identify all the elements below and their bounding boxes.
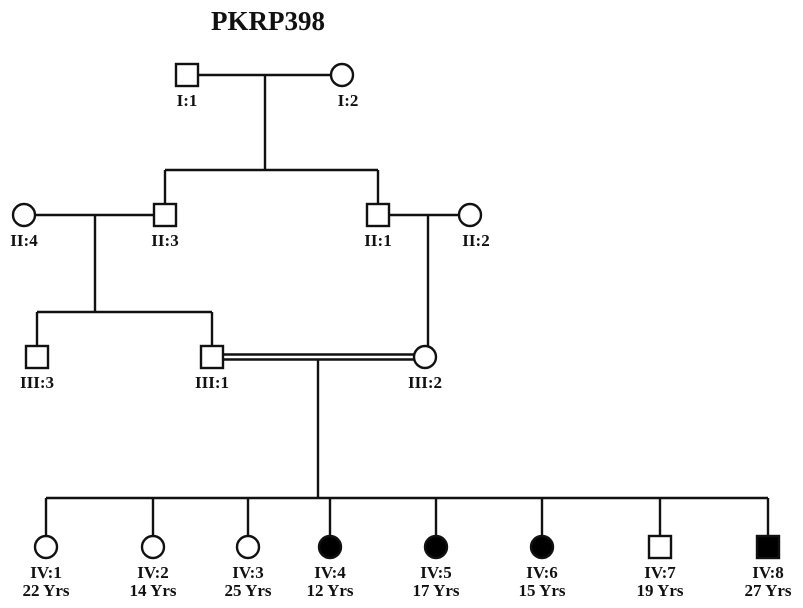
individual-id-label: IV:5	[420, 563, 452, 582]
individual-iv-5: IV:517 Yrs	[412, 534, 460, 600]
individual-ii-1: II:1	[364, 202, 392, 250]
affected-female-circle-symbol	[317, 534, 343, 560]
male-square-symbol	[174, 62, 200, 88]
individual-age-label: 27 Yrs	[744, 581, 791, 600]
individual-iv-4: IV:412 Yrs	[306, 534, 354, 600]
pedigree-title: PKRP398	[211, 6, 325, 36]
male-square-symbol	[24, 344, 50, 370]
individual-id-label: II:3	[151, 231, 178, 250]
affected-male-square-symbol	[755, 534, 781, 560]
pedigree-lines	[35, 73, 770, 536]
individual-id-label: IV:8	[752, 563, 784, 582]
female-circle-symbol	[140, 534, 166, 560]
female-circle-symbol	[33, 534, 59, 560]
female-circle-symbol	[412, 344, 438, 370]
individual-id-label: III:2	[408, 373, 442, 392]
male-square-symbol	[152, 202, 178, 228]
male-square-symbol	[199, 344, 225, 370]
individual-id-label: IV:1	[30, 563, 62, 582]
individual-age-label: 22 Yrs	[22, 581, 69, 600]
individual-id-label: II:1	[364, 231, 391, 250]
individual-age-label: 12 Yrs	[306, 581, 353, 600]
individual-id-label: I:2	[338, 91, 359, 110]
individual-ii-4: II:4	[10, 202, 38, 250]
individual-id-label: III:1	[195, 373, 229, 392]
male-square-symbol	[365, 202, 391, 228]
female-circle-symbol	[329, 62, 355, 88]
individual-age-label: 25 Yrs	[224, 581, 271, 600]
individual-iv-1: IV:122 Yrs	[22, 534, 70, 600]
individual-id-label: IV:4	[314, 563, 346, 582]
individual-ii-3: II:3	[151, 202, 179, 250]
individual-id-label: IV:6	[526, 563, 558, 582]
individual-id-label: II:4	[10, 231, 38, 250]
affected-female-circle-symbol	[423, 534, 449, 560]
individual-iv-3: IV:325 Yrs	[224, 534, 272, 600]
individual-i-2: I:2	[329, 62, 359, 110]
individual-id-label: IV:2	[137, 563, 169, 582]
male-square-symbol	[647, 534, 673, 560]
individual-id-label: III:3	[20, 373, 54, 392]
individual-id-label: I:1	[177, 91, 198, 110]
individual-id-label: IV:7	[644, 563, 676, 582]
individual-id-label: IV:3	[232, 563, 264, 582]
individual-iii-1: III:1	[195, 344, 229, 392]
female-circle-symbol	[235, 534, 261, 560]
individual-age-label: 15 Yrs	[518, 581, 565, 600]
individual-iv-8: IV:827 Yrs	[744, 534, 792, 600]
individual-i-1: I:1	[174, 62, 200, 110]
individual-iv-7: IV:719 Yrs	[636, 534, 684, 600]
female-circle-symbol	[457, 202, 483, 228]
individual-iii-3: III:3	[20, 344, 54, 392]
female-circle-symbol	[11, 202, 37, 228]
individual-age-label: 17 Yrs	[412, 581, 459, 600]
affected-female-circle-symbol	[529, 534, 555, 560]
individual-iii-2: III:2	[408, 344, 442, 392]
individual-age-label: 19 Yrs	[636, 581, 683, 600]
individual-age-label: 14 Yrs	[129, 581, 176, 600]
individual-ii-2: II:2	[457, 202, 490, 250]
individual-iv-6: IV:615 Yrs	[518, 534, 566, 600]
individual-iv-2: IV:214 Yrs	[129, 534, 177, 600]
individual-id-label: II:2	[462, 231, 489, 250]
